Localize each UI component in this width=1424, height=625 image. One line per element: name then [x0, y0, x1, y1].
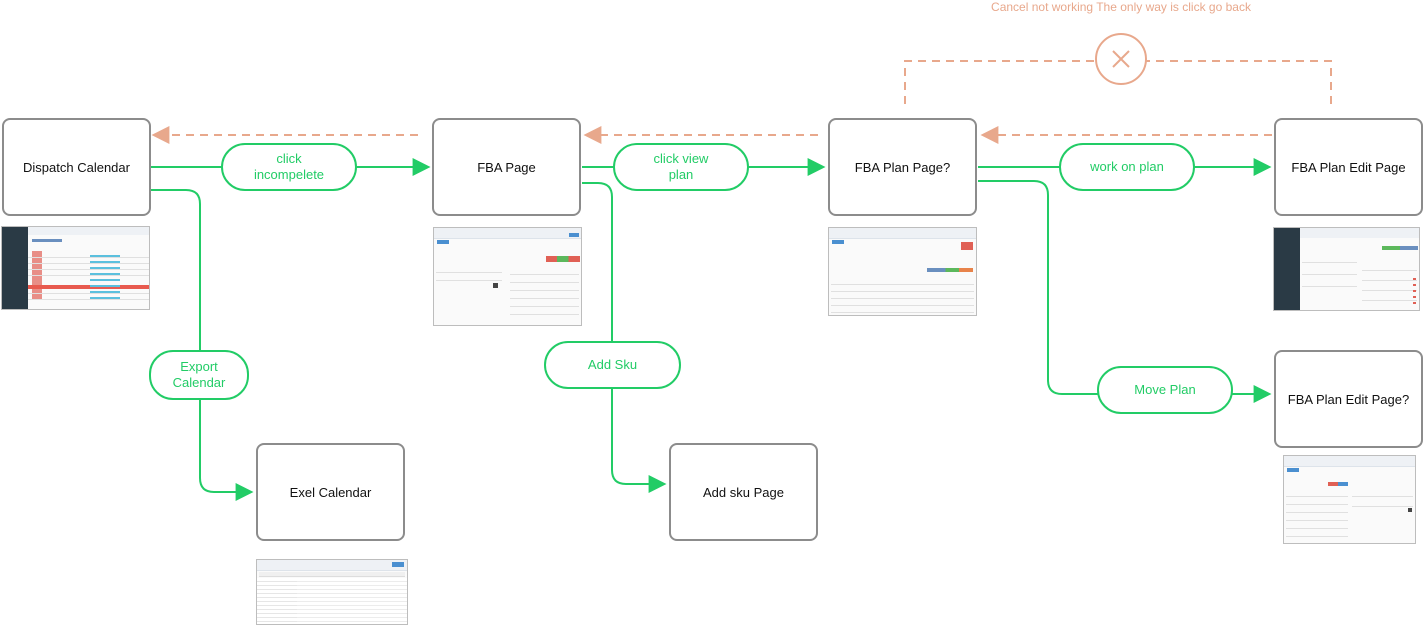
fba-plan-page-screenshot: [828, 227, 977, 316]
node-label: FBA Page: [477, 159, 536, 175]
node-label: FBA Plan Edit Page?: [1287, 391, 1410, 407]
edge-label-click-view-plan: click view plan: [613, 143, 749, 191]
edge-label-move-plan: Move Plan: [1097, 366, 1233, 414]
node-label: FBA Plan Edit Page: [1291, 159, 1406, 175]
cancel-annotation: Cancel not working The only way is click…: [991, 0, 1251, 14]
node-label: Add sku Page: [703, 484, 784, 500]
node-label: Dispatch Calendar: [23, 159, 130, 175]
node-label: Exel Calendar: [289, 484, 372, 500]
fba-plan-edit-page-alt-screenshot: [1283, 455, 1416, 544]
node-fba-plan-edit-page-alt[interactable]: FBA Plan Edit Page?: [1274, 350, 1423, 448]
dispatch-calendar-screenshot: [1, 226, 150, 310]
node-exel-calendar[interactable]: Exel Calendar: [256, 443, 405, 541]
cancel-x-icon: [1095, 33, 1147, 85]
edge-label-work-on-plan: work on plan: [1059, 143, 1195, 191]
edge-label-click-incompelete: click incompelete: [221, 143, 357, 191]
edge-label-export-calendar: Export Calendar: [149, 350, 249, 400]
node-fba-page[interactable]: FBA Page: [432, 118, 581, 216]
edge-label-add-sku: Add Sku: [544, 341, 681, 389]
fba-page-screenshot: [433, 227, 582, 326]
edge-dispatch-to-exel: [151, 189, 254, 501]
node-fba-plan-page[interactable]: FBA Plan Page?: [828, 118, 977, 216]
edge-plan-to-edit-alt: [978, 180, 1272, 403]
exel-calendar-screenshot: [256, 559, 408, 625]
fba-plan-edit-page-screenshot: [1273, 227, 1420, 311]
edge-fba-to-addsku: [582, 182, 667, 493]
node-add-sku-page[interactable]: Add sku Page: [669, 443, 818, 541]
node-fba-plan-edit-page[interactable]: FBA Plan Edit Page: [1274, 118, 1423, 216]
node-dispatch-calendar[interactable]: Dispatch Calendar: [2, 118, 151, 216]
node-label: FBA Plan Page?: [854, 159, 951, 175]
